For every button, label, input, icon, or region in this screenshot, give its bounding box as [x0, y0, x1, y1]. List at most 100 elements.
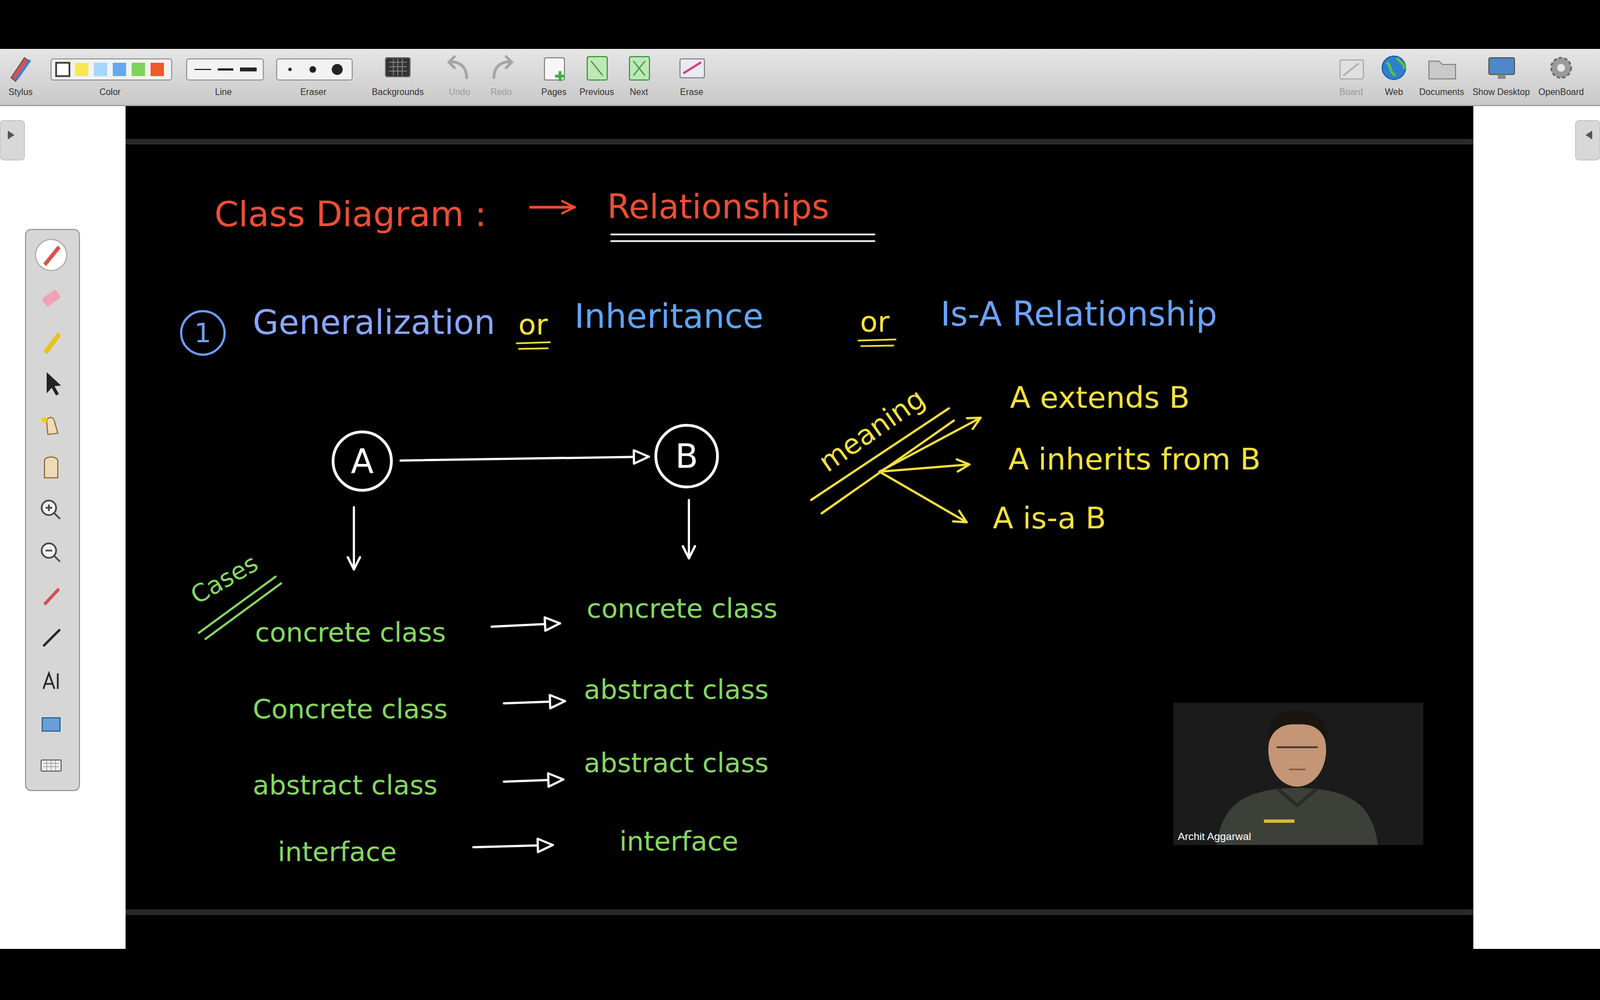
- toolbar: [0, 48, 1600, 107]
- eraser-picker: [288, 67, 292, 72]
- toolbar-label: OpenBoard: [1538, 87, 1584, 98]
- toolbar-label: Line: [215, 87, 232, 98]
- heading-text: Class Diagram :: [214, 194, 487, 234]
- toolbar-label: Next: [630, 87, 649, 98]
- page-icons: [587, 56, 608, 80]
- line-width-picker: [194, 68, 212, 70]
- tool-palette: [25, 229, 80, 791]
- meaning-text: A extends B: [1010, 380, 1190, 415]
- tool-palette: [43, 245, 61, 267]
- class-kind: abstract class: [583, 747, 769, 779]
- side-handle: [0, 120, 25, 160]
- webcam-view: [1173, 702, 1424, 845]
- tool-palette: [25, 229, 80, 791]
- color-picker: [112, 62, 127, 77]
- step-number-circle: 1: [180, 310, 226, 356]
- right-toolbar-icons: [1382, 56, 1406, 80]
- color-picker: [75, 62, 89, 77]
- toolbar-label: Backgrounds: [371, 87, 424, 98]
- right-toolbar-icons: [1497, 74, 1506, 79]
- board-rule: [125, 909, 1474, 915]
- backgrounds-icon: [385, 57, 410, 77]
- color-picker: [93, 62, 108, 77]
- toolbar-label: Board: [1339, 87, 1364, 98]
- color-picker: [131, 62, 145, 77]
- node-text: B: [675, 439, 698, 473]
- board-drawing: [687, 500, 690, 559]
- webcam-view: [1173, 702, 1424, 845]
- webcam-view: [1276, 746, 1318, 749]
- toolbar-label: Web: [1385, 87, 1404, 98]
- eraser-picker: [331, 63, 343, 75]
- class-kind: abstract class: [252, 770, 438, 801]
- stylus-icon: [11, 57, 30, 82]
- toolbar-label: Previous: [579, 87, 614, 98]
- undo-redo-icons: [506, 56, 512, 68]
- relationship-name: Is-A Relationship: [940, 295, 1218, 334]
- class-kind: concrete class: [255, 617, 447, 648]
- presenter-name: Archit Aggarwal: [1177, 830, 1252, 843]
- class-circle: A: [331, 430, 393, 492]
- color-picker: [51, 58, 172, 80]
- tool-palette: [42, 717, 60, 732]
- board-drawing: [858, 339, 896, 341]
- class-kind: Concrete class: [252, 693, 448, 725]
- board-drawing: [611, 240, 875, 243]
- class-kind: concrete class: [586, 593, 778, 624]
- toolbar-label: Show Desktop: [1472, 87, 1530, 98]
- color-picker: [51, 58, 172, 80]
- line-width-picker: [217, 68, 234, 71]
- toolbar-label: Undo: [448, 87, 470, 98]
- toolbar-label: Stylus: [8, 87, 33, 98]
- tool-palette: [41, 417, 48, 423]
- right-toolbar-icons: [1386, 57, 1405, 76]
- tool-palette: [45, 550, 60, 562]
- tool-palette: [43, 673, 58, 689]
- right-toolbar-icons: [1340, 60, 1364, 79]
- page-icons: [633, 61, 645, 76]
- board-drawing: [352, 507, 355, 570]
- relationship-name: Generalization: [252, 303, 495, 342]
- board-drawing: [518, 348, 548, 349]
- webcam-view: [1268, 710, 1328, 745]
- relationship-name: Inheritance: [574, 297, 764, 336]
- page-icons: [683, 62, 702, 74]
- board-drawing: [198, 207, 981, 848]
- backgrounds-icon: [388, 58, 407, 76]
- page-icons: [680, 58, 705, 78]
- line-width-picker: [186, 58, 264, 80]
- board-drawing: [879, 464, 970, 472]
- board-drawing: [491, 623, 560, 627]
- line-width-picker: [186, 58, 264, 80]
- eraser-picker: [309, 66, 317, 73]
- toolbar-label: Pages: [541, 87, 567, 98]
- right-toolbar-icons: [1488, 57, 1515, 75]
- tool-palette: [43, 587, 60, 606]
- meaning-text: A is-a B: [992, 501, 1107, 536]
- or-word: or: [518, 308, 548, 342]
- cases-note: Cases: [186, 548, 263, 610]
- right-toolbar-icons: [1340, 56, 1572, 80]
- meaning-note: meaning: [813, 382, 932, 479]
- line-width-picker: [240, 67, 257, 72]
- tool-palette: [44, 457, 58, 479]
- right-toolbar-icons: [1557, 63, 1565, 72]
- toolbar-label: Color: [99, 87, 121, 98]
- right-toolbar-icons: [1343, 63, 1359, 76]
- eraser-picker: [276, 58, 353, 80]
- circle-outline: [181, 311, 225, 355]
- board-drawing: [879, 471, 967, 523]
- undo-redo-icons: [448, 56, 512, 78]
- webcam-view: [1288, 768, 1306, 771]
- board-drawing: [503, 701, 565, 704]
- toolbar-label: Erase: [680, 87, 704, 98]
- toolbar-label: Eraser: [300, 87, 327, 98]
- side-handle: [1585, 130, 1593, 140]
- page-icons: [544, 56, 705, 82]
- undo-redo-icons: [448, 56, 455, 68]
